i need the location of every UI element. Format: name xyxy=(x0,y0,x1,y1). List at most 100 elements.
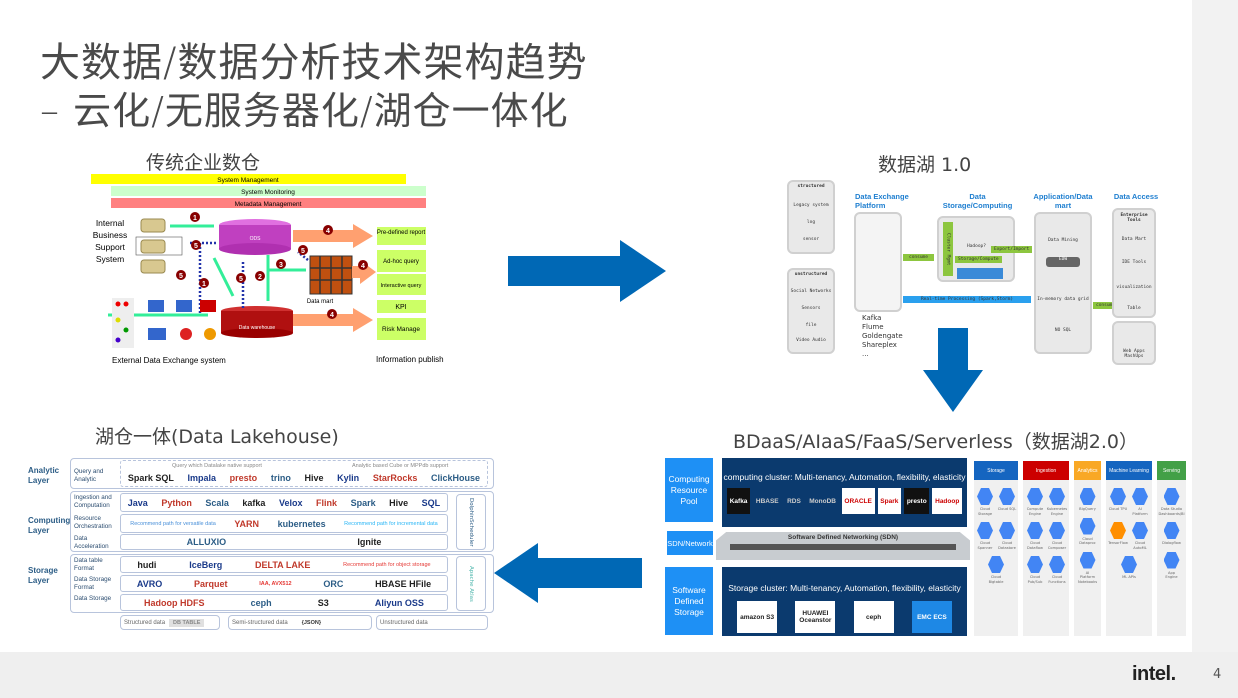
tech-logo: Hadoop HDFS xyxy=(144,597,205,608)
tech-logo: ClickHouse xyxy=(431,472,481,483)
storage-cluster-label: Storage cluster: Multi-tenancy, Automati… xyxy=(728,583,961,593)
svg-text:5: 5 xyxy=(179,273,183,280)
gcp-service-label: BigQuery xyxy=(1079,507,1096,511)
lakehouse-diagram: Analytic Layer Computing Layer Storage L… xyxy=(22,456,497,634)
gcp-service: Cloud SQL xyxy=(998,488,1017,516)
exchange-header: Data Exchange Platform xyxy=(855,192,909,210)
arrow-down-icon xyxy=(923,328,983,412)
database-icon xyxy=(140,218,166,274)
compute-logo: Kafka xyxy=(727,488,751,514)
arrow-left-icon xyxy=(494,543,642,603)
gcp-service-label: Cloud Datastore xyxy=(998,541,1016,550)
compute-logo: presto xyxy=(904,488,930,514)
gcp-service-label: Cloud Spanner xyxy=(977,541,993,550)
gcp-service-label: Data Studio Dashboards/BI xyxy=(1158,507,1185,516)
gcp-service-label: Cloud Bigtable xyxy=(988,575,1004,584)
gcp-service-icon xyxy=(1027,488,1043,505)
access-item: Enterprise Tools xyxy=(1120,213,1148,223)
gcp-service: Cloud Spanner xyxy=(976,522,995,550)
gcp-service-icon xyxy=(1163,551,1180,569)
tech-logo: Parquet xyxy=(193,578,228,589)
storage-compute-label: Storage/Compute xyxy=(955,256,1002,263)
gcp-service: AI Platform xyxy=(1131,488,1150,516)
tech-logo: SQL xyxy=(421,497,441,508)
tech-logo: Scala xyxy=(205,497,229,508)
slide-title: 大数据/数据分析技术架构趋势 xyxy=(40,40,588,86)
gcp-service: Cloud Pub/Sub xyxy=(1026,556,1045,584)
data-mart-label: Data mart xyxy=(307,299,334,305)
gcp-service-icon xyxy=(1049,488,1065,505)
gcp-column-header: Storage xyxy=(974,461,1018,480)
access-item: Web Apps MashUps xyxy=(1123,349,1145,359)
gcp-service-label: AI Platform xyxy=(1132,507,1148,516)
tech-logo: IceBerg xyxy=(189,559,223,570)
tech-logo: HBASE HFile xyxy=(375,578,432,589)
gcp-service-icon xyxy=(988,556,1004,573)
unstructured-title: unstructured xyxy=(794,272,828,277)
tech-logo: Velox xyxy=(278,497,303,508)
row-label: Data Storage Format xyxy=(74,576,112,591)
analytic-layer-label: Analytic Layer xyxy=(28,466,60,485)
tech-logo: hudi xyxy=(137,559,157,570)
svg-text:2: 2 xyxy=(258,274,262,281)
gcp-service-label: Dialogflow xyxy=(1162,541,1181,545)
source-item: Sensors xyxy=(801,306,821,311)
gcp-service: Compute Engine xyxy=(1026,488,1045,516)
svg-text:Internal: Internal xyxy=(96,218,124,228)
side-strip xyxy=(1192,0,1238,652)
compute-logo: RDS xyxy=(784,488,804,514)
app-datamart-column: Data Mining EDW In-memory data grid NO S… xyxy=(1034,212,1092,354)
computing-cluster-box: computing cluster: Multi-tenancy, Automa… xyxy=(722,458,967,527)
hadoop-label: Hadoop? xyxy=(967,244,986,249)
structured-data-label: Structured data xyxy=(124,619,166,626)
gcp-service: Cloud Datastore xyxy=(998,522,1017,550)
access-item: IDE Tools xyxy=(1121,260,1147,265)
tech-logo: DELTA LAKE xyxy=(255,559,311,570)
tech-logo: Python xyxy=(161,497,192,508)
tech-logo: Flink xyxy=(316,497,338,508)
atlas-box: Apache Atlas xyxy=(456,556,486,611)
atlas-label: Apache Atlas xyxy=(468,565,474,602)
external-exchange-label: External Data Exchange system xyxy=(112,356,226,365)
gcp-service: Cloud AutoML xyxy=(1131,522,1150,550)
tech-logo: StarRocks xyxy=(372,472,418,483)
data-access-column: Enterprise Tools Data Mart IDE Tools vis… xyxy=(1112,208,1156,318)
data-mart-cube-icon xyxy=(309,255,353,295)
source-item: Video Audio xyxy=(796,338,826,343)
gcp-service: Cloud Functions xyxy=(1048,556,1067,584)
compute-logo: MonoDB xyxy=(806,488,839,514)
dashboard-icon xyxy=(957,268,1003,279)
computing-resource-pool-label: Computing Resource Pool xyxy=(665,458,713,522)
software-defined-storage-label: Software Defined Storage xyxy=(665,567,713,635)
slide-subtitle: – 云化/无服务器化/湖仓一体化 xyxy=(40,89,569,133)
gcp-service-icon xyxy=(1163,522,1180,539)
gcp-service-icon xyxy=(1110,522,1126,539)
source-item: Social Networks xyxy=(790,289,832,294)
gcp-service-icon xyxy=(1121,556,1137,573)
gcp-service-icon xyxy=(1132,488,1148,505)
external-systems-icon xyxy=(112,298,216,348)
row-label: Query and Analytic xyxy=(74,468,104,483)
gcp-service: Dialogflow xyxy=(1162,522,1181,546)
row-label: Resource Orchestration xyxy=(74,515,112,530)
note-versatile: Recommend path for versatile data xyxy=(130,520,216,527)
compute-logo: Spark xyxy=(877,488,902,514)
gcp-column-header: Ingestion xyxy=(1023,461,1069,480)
structured-title: structured xyxy=(797,184,825,189)
tech-logo: Spark xyxy=(350,497,376,508)
storage-computing-header: Data Storage/Computing xyxy=(942,192,1013,210)
gcp-service-label: Kubernetes Engine xyxy=(1046,507,1068,516)
traditional-dw-diagram: System Management System Monitoring Meta… xyxy=(91,174,444,365)
gcp-service-icon xyxy=(1079,517,1096,535)
svg-text:5: 5 xyxy=(239,276,243,283)
note-cube: Analytic based Cube or MPPdb support xyxy=(352,463,449,469)
section-lake1: 数据湖 1.0 xyxy=(878,154,972,176)
semi-structured-label: Semi-structured data xyxy=(232,619,288,626)
